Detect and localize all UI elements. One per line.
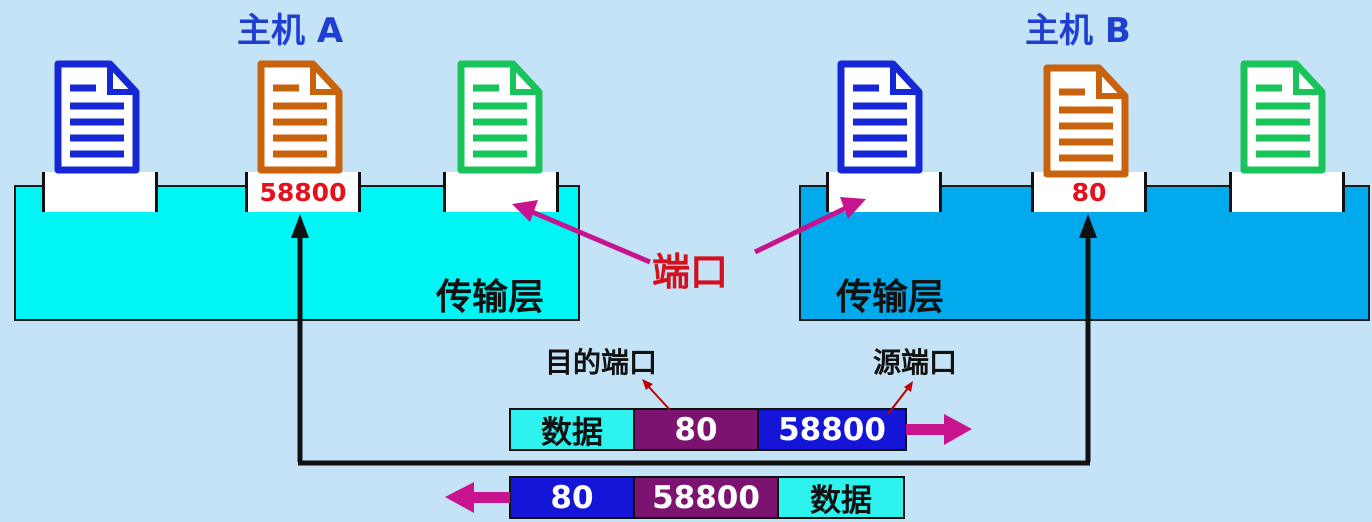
host-b-port-slot-2: 80 bbox=[1031, 172, 1147, 212]
host-a-layer-label: 传输层 bbox=[436, 277, 545, 318]
dest-port-callout: 目的端口 bbox=[545, 346, 658, 379]
document-icon bbox=[457, 60, 543, 174]
port-arrow-left bbox=[512, 200, 651, 265]
host-b-port-number: 80 bbox=[1071, 177, 1107, 207]
segment-bottom-data: 数据 bbox=[777, 476, 905, 519]
host-b-connector-line bbox=[1079, 214, 1097, 462]
segment-top-data: 数据 bbox=[509, 408, 635, 451]
src-port-callout: 源端口 bbox=[873, 346, 958, 379]
host-b-layer-label: 传输层 bbox=[836, 277, 945, 318]
port-label: 端口 bbox=[652, 250, 729, 294]
segment-bottom-src-port: 80 bbox=[509, 476, 635, 519]
segment-bottom-dest-port: 58800 bbox=[633, 476, 779, 519]
segment-top-src-port: 58800 bbox=[757, 408, 907, 451]
document-icon bbox=[54, 60, 140, 174]
dest-port-pointer bbox=[642, 379, 671, 411]
host-a-port-slot-3 bbox=[443, 172, 559, 212]
segment-top-direction-arrow bbox=[906, 414, 972, 445]
port-arrow-right bbox=[753, 197, 866, 255]
host-a-port-slot-1 bbox=[42, 172, 158, 212]
host-b-port-slot-3 bbox=[1229, 172, 1345, 212]
src-port-pointer bbox=[887, 381, 913, 415]
segment-top-dest-port: 80 bbox=[633, 408, 759, 451]
host-b-title: 主机 B bbox=[1025, 11, 1131, 51]
document-icon bbox=[1043, 64, 1129, 178]
segment-bottom-direction-arrow bbox=[445, 482, 510, 513]
host-a-port-number: 58800 bbox=[259, 177, 347, 207]
host-a-connector-line bbox=[291, 214, 309, 462]
document-icon bbox=[837, 60, 923, 174]
document-icon bbox=[257, 60, 343, 174]
document-icon bbox=[1240, 60, 1326, 174]
host-a-title: 主机 A bbox=[237, 11, 344, 51]
host-a-port-slot-2: 58800 bbox=[245, 172, 361, 212]
